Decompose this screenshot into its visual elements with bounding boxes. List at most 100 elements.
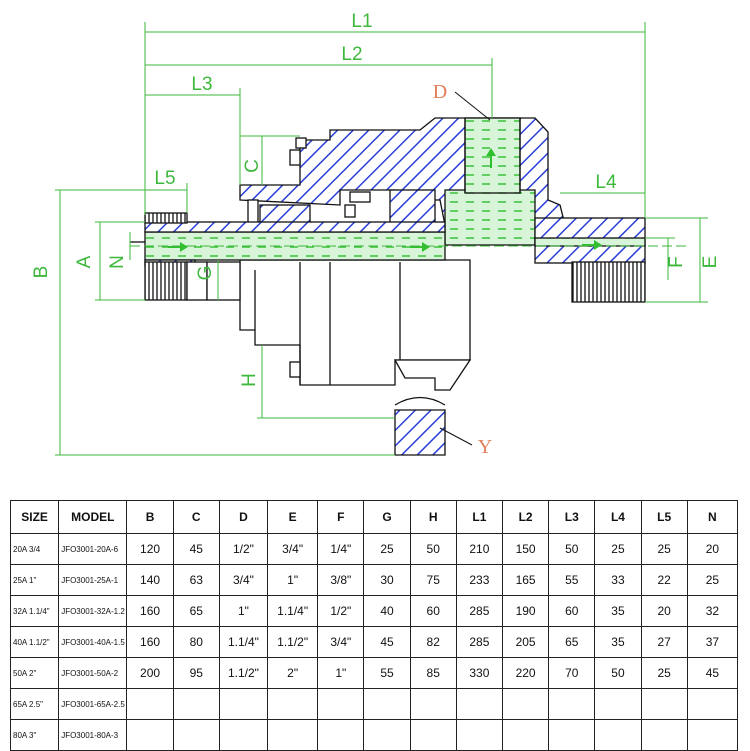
value-cell: 1/2" <box>317 595 365 627</box>
callout-labels: D Y <box>433 81 492 458</box>
column-header: D <box>218 500 269 534</box>
label-L2: L2 <box>341 44 362 65</box>
value-cell <box>218 688 269 720</box>
value-cell <box>218 719 269 751</box>
value-cell <box>455 688 503 720</box>
value-cell: 1/4" <box>317 533 365 565</box>
value-cell <box>363 688 411 720</box>
value-cell: 20 <box>686 533 739 565</box>
value-cell: 63 <box>172 564 220 596</box>
value-cell: 80 <box>172 626 220 658</box>
value-cell: 25 <box>640 657 688 689</box>
callout-D: D <box>433 81 447 103</box>
value-cell <box>267 719 319 751</box>
value-cell: 55 <box>363 657 411 689</box>
value-cell <box>594 688 642 720</box>
value-cell: 285 <box>455 626 503 658</box>
inlet-threads-bottom <box>144 261 188 301</box>
value-cell: 205 <box>501 626 550 658</box>
value-cell: 190 <box>501 595 550 627</box>
size-cell: 80A 3" <box>9 719 60 751</box>
flow-arrow-outlet <box>582 240 602 250</box>
value-cell: 45 <box>172 533 220 565</box>
value-cell: 160 <box>126 626 174 658</box>
flow-arrow-port <box>486 148 496 168</box>
value-cell: 1/2" <box>218 533 269 565</box>
value-cell: 45 <box>686 657 739 689</box>
value-cell: 200 <box>126 657 174 689</box>
size-cell: 50A 2" <box>9 657 60 689</box>
model-cell: JFO3001-20A-6 <box>58 533 128 565</box>
joint-body <box>130 117 646 456</box>
value-cell: 22 <box>640 564 688 596</box>
value-cell: 60 <box>409 595 457 627</box>
label-A: A <box>74 255 95 268</box>
value-cell: 27 <box>640 626 688 658</box>
model-cell: JFO3001-80A-3 <box>58 719 128 751</box>
model-cell: JFO3001-40A-1.5 <box>58 626 128 658</box>
value-cell <box>640 688 688 720</box>
dimension-labels: L1 L2 L3 L5 L4 C B A N G H F E <box>31 11 721 387</box>
value-cell: 3/4" <box>218 564 269 596</box>
label-L1: L1 <box>351 11 372 32</box>
drain-flange <box>394 409 446 456</box>
value-cell: 1.1/4" <box>267 595 319 627</box>
value-cell: 37 <box>686 626 739 658</box>
value-cell: 1.1/4" <box>218 626 269 658</box>
value-cell <box>686 688 739 720</box>
column-header: MODEL <box>58 500 128 534</box>
label-L3: L3 <box>191 74 212 95</box>
column-header: B <box>126 500 174 534</box>
value-cell: 160 <box>126 595 174 627</box>
value-cell: 35 <box>594 626 642 658</box>
value-cell: 65 <box>172 595 220 627</box>
value-cell <box>501 719 550 751</box>
value-cell: 140 <box>126 564 174 596</box>
callout-Y: Y <box>478 436 492 458</box>
column-header: SIZE <box>9 500 60 534</box>
value-cell: 120 <box>126 533 174 565</box>
value-cell: 50 <box>594 657 642 689</box>
value-cell: 65 <box>548 626 596 658</box>
label-C: C <box>242 159 263 173</box>
column-header: G <box>363 500 411 534</box>
value-cell: 285 <box>455 595 503 627</box>
inlet-threads-top <box>144 212 188 224</box>
column-header: L2 <box>501 500 550 534</box>
size-cell: 25A 1" <box>9 564 60 596</box>
value-cell <box>501 688 550 720</box>
value-cell: 55 <box>548 564 596 596</box>
value-cell: 40 <box>363 595 411 627</box>
value-cell <box>317 719 365 751</box>
column-header: L1 <box>455 500 503 534</box>
value-cell: 165 <box>501 564 550 596</box>
value-cell <box>548 719 596 751</box>
value-cell: 30 <box>363 564 411 596</box>
label-E: E <box>700 256 721 269</box>
value-cell: 70 <box>548 657 596 689</box>
value-cell <box>267 688 319 720</box>
value-cell: 1" <box>267 564 319 596</box>
value-cell <box>363 719 411 751</box>
value-cell: 60 <box>548 595 596 627</box>
value-cell: 25 <box>640 533 688 565</box>
value-cell <box>594 719 642 751</box>
value-cell: 25 <box>363 533 411 565</box>
drain-spout <box>393 359 472 391</box>
value-cell: 2" <box>267 657 319 689</box>
value-cell <box>640 719 688 751</box>
model-cell: JFO3001-50A-2 <box>58 657 128 689</box>
flow-arrows <box>168 148 602 252</box>
model-cell: JFO3001-25A-1 <box>58 564 128 596</box>
value-cell: 1" <box>317 657 365 689</box>
flow-arrow-inlet <box>168 242 188 252</box>
dimension-lines <box>55 22 708 456</box>
value-cell: 95 <box>172 657 220 689</box>
value-cell <box>172 688 220 720</box>
value-cell: 33 <box>594 564 642 596</box>
model-cell: JFO3001-32A-1.2 <box>58 595 128 627</box>
